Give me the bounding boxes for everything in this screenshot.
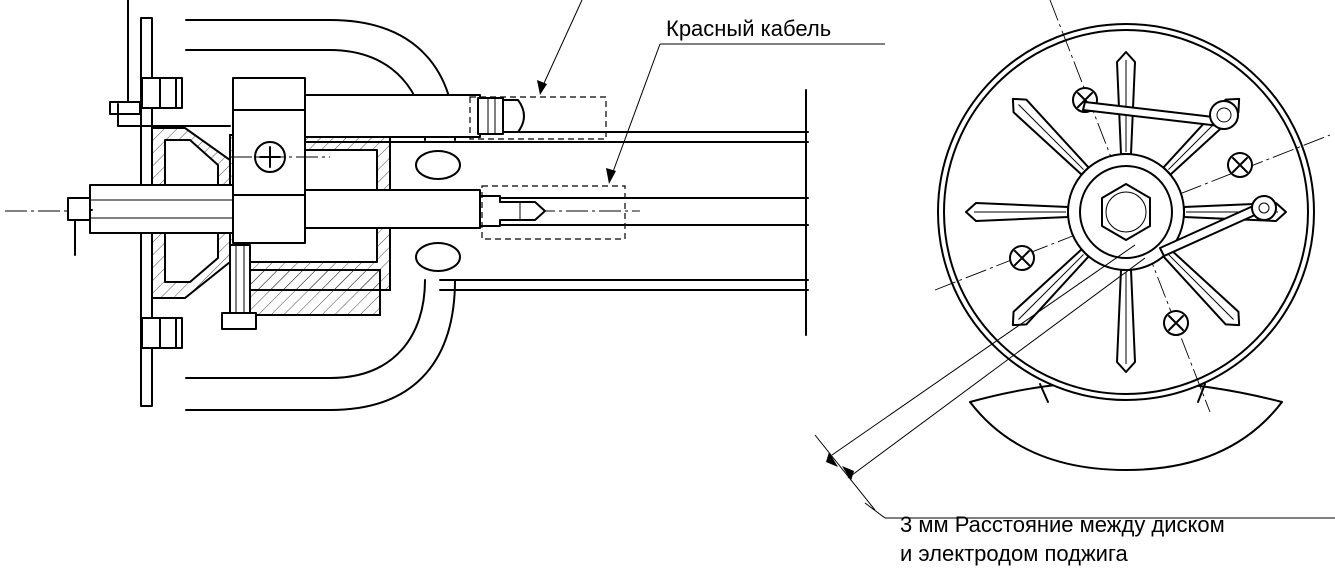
callout-box-top [469,96,607,140]
disk-blade-edge [1168,254,1234,320]
front-disk-view [814,0,1335,519]
disk-screw-icon [1009,245,1035,271]
flange-bolt-top [109,77,183,115]
disk-blade-edge [1018,254,1084,320]
disk-screw-icon [1163,310,1189,336]
disk-blade-edge [1018,104,1084,170]
distance-label-line1: 3 мм Расстояние между диском [900,512,1225,537]
disk-screw-icon [1227,152,1253,178]
flange-bolt-bottom [141,317,183,349]
hex-nut-icon [1101,183,1151,241]
side-section-view [5,0,885,411]
clamp-block [230,77,330,244]
callout-box-red-cable [481,185,626,240]
ignition-electrode [1159,195,1277,257]
disk-blades [965,51,1287,373]
distance-label-line2: и электродом поджига [900,541,1128,566]
set-screw [221,244,257,330]
electrode-top [1082,100,1239,130]
red-cable-label: Красный кабель [666,16,832,41]
upper-electrode [117,94,525,138]
